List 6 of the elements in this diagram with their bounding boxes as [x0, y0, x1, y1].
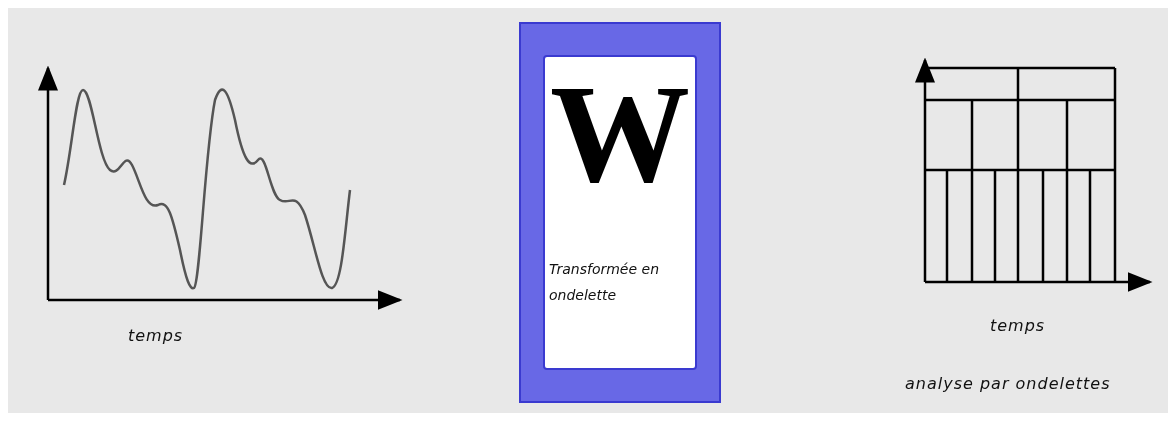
box-caption: Transformée en ondelette [549, 260, 661, 305]
figure-caption: analyse par ondelettes [905, 374, 1111, 393]
axis-caption: temps [128, 326, 184, 345]
transform-symbol: W [549, 64, 691, 204]
axis-caption: temps [990, 316, 1046, 335]
transform-box [519, 22, 721, 403]
